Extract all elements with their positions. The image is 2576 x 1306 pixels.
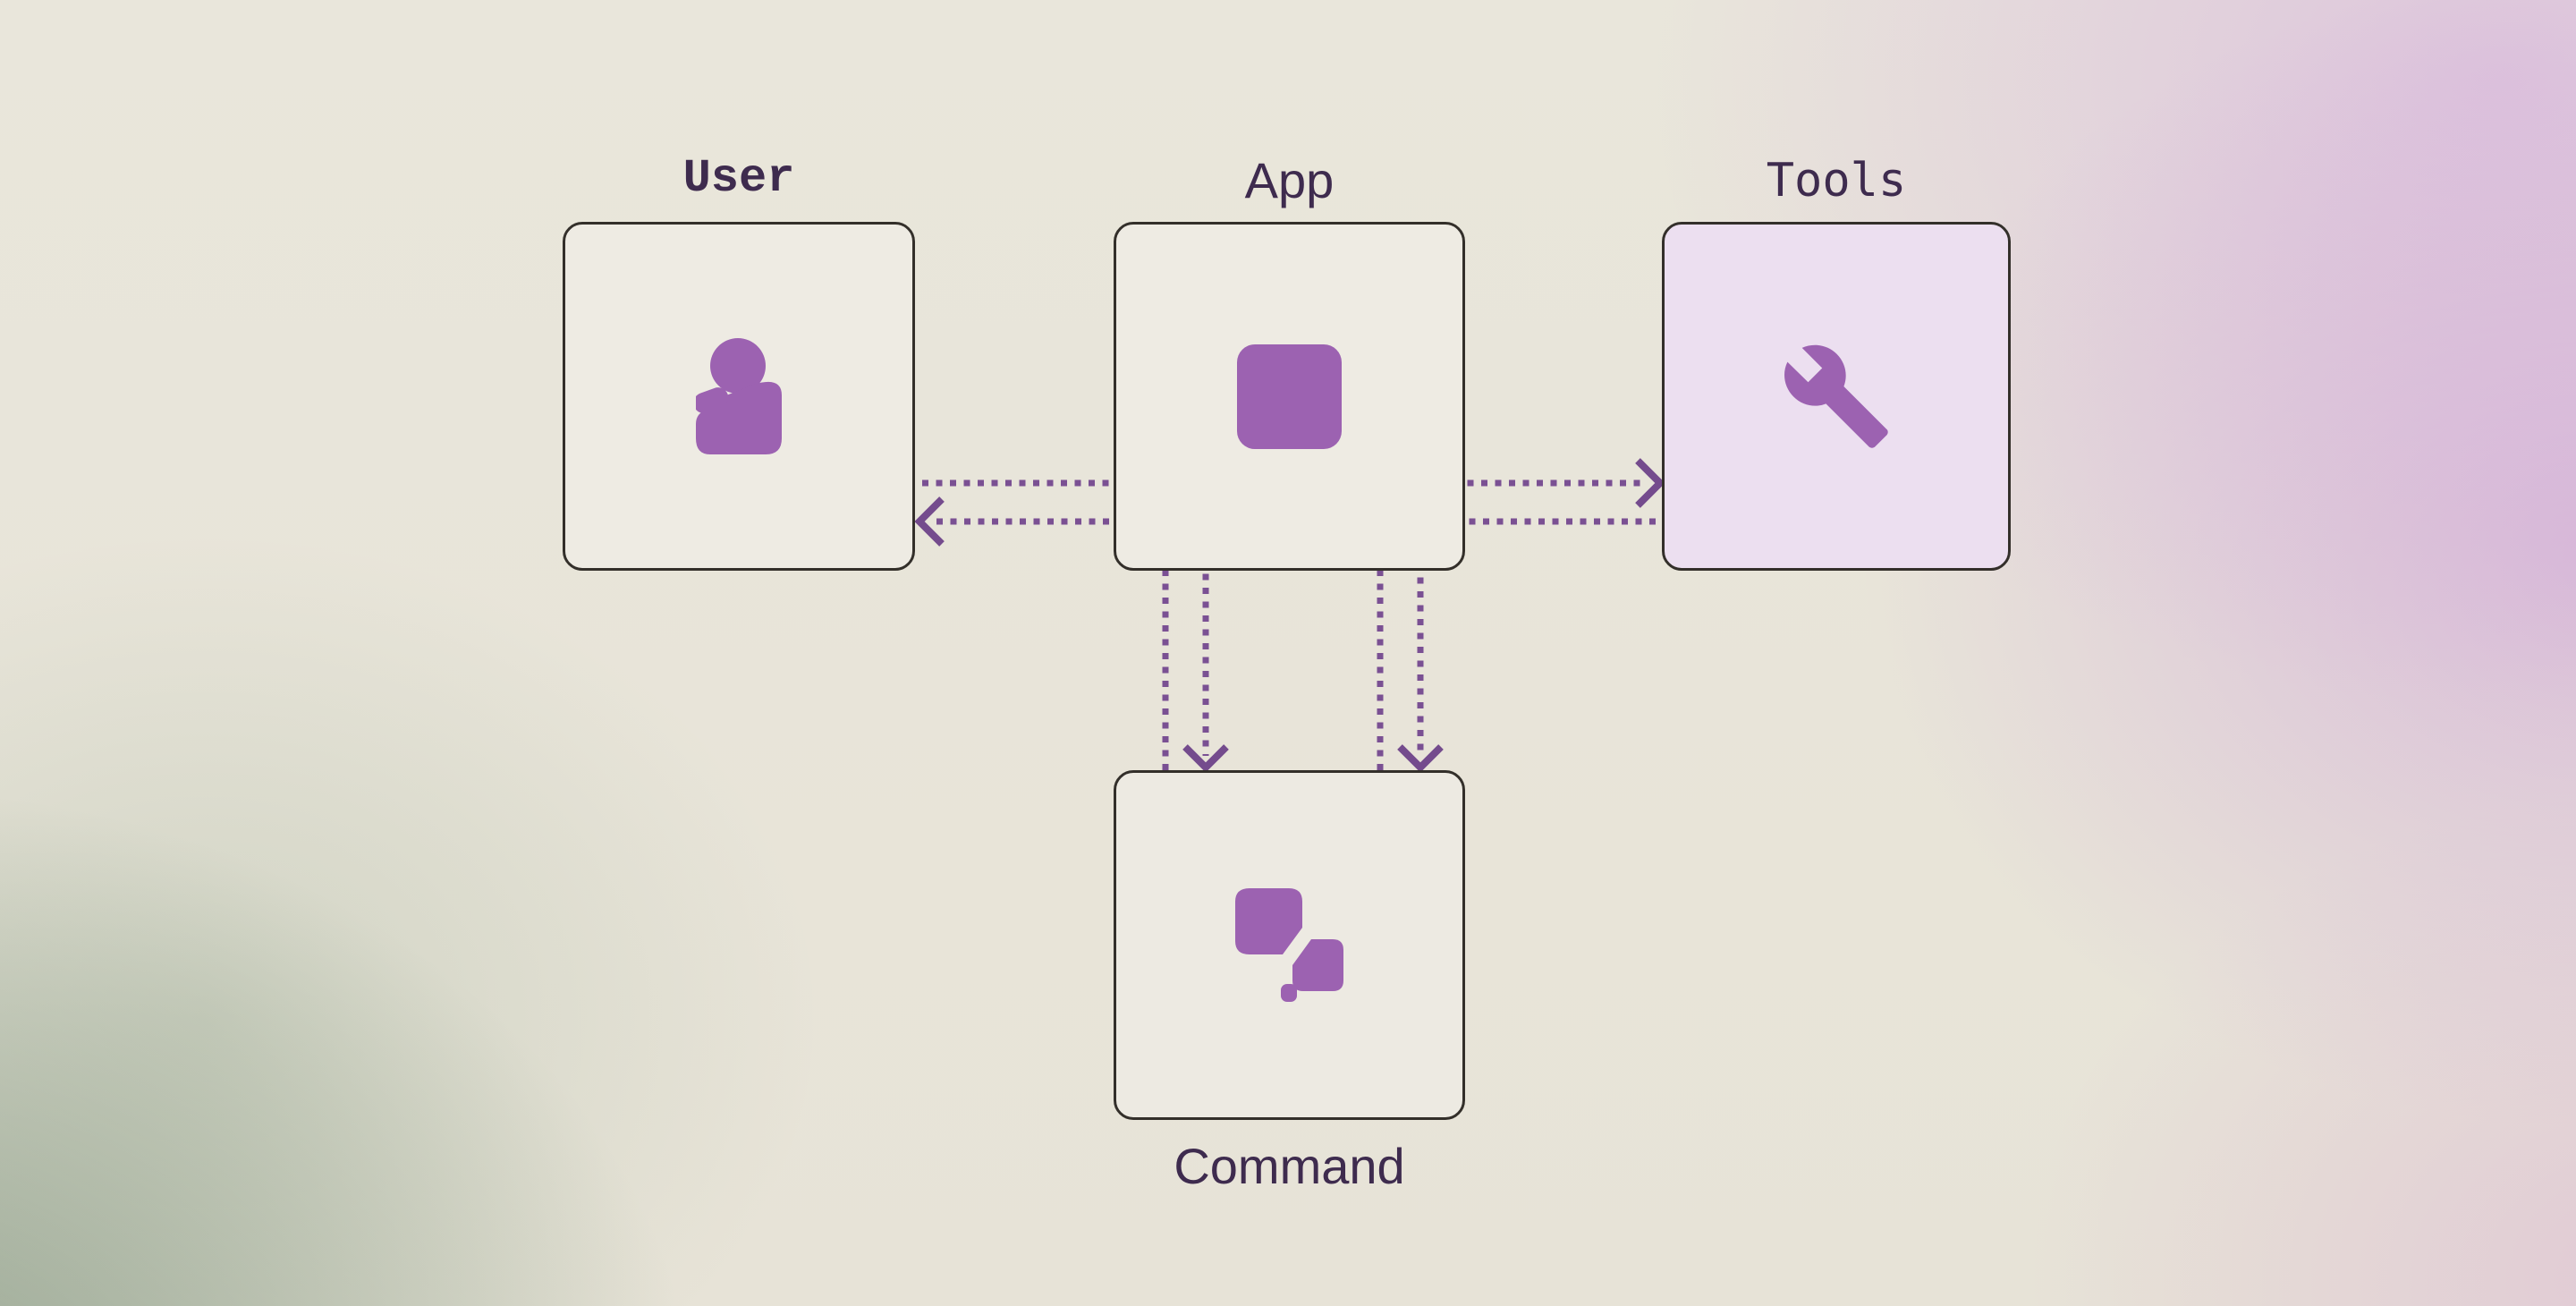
wrench-icon [1784,344,1888,448]
person-icon [696,338,782,454]
arrowhead-into-tools [1635,458,1665,508]
node-tools [1662,222,2011,571]
node-user [563,222,915,571]
node-label-user: User [682,152,795,205]
arrowhead-into-command-left [1182,744,1229,773]
node-label-command: Command [1174,1138,1405,1194]
app-square-icon [1237,343,1342,449]
connector-command-to-user [930,518,1169,770]
connector-tools-to-command [1417,518,1656,756]
connector-command-to-tools [1377,479,1644,770]
node-label-tools: Tools [1766,154,1907,208]
arrowhead-into-user [914,496,945,547]
node-app [1114,222,1465,571]
node-command [1114,770,1465,1120]
node-label-app: App [1244,152,1335,208]
command-blocks-icon [1235,888,1343,1002]
arrowhead-into-command-right [1397,744,1444,773]
